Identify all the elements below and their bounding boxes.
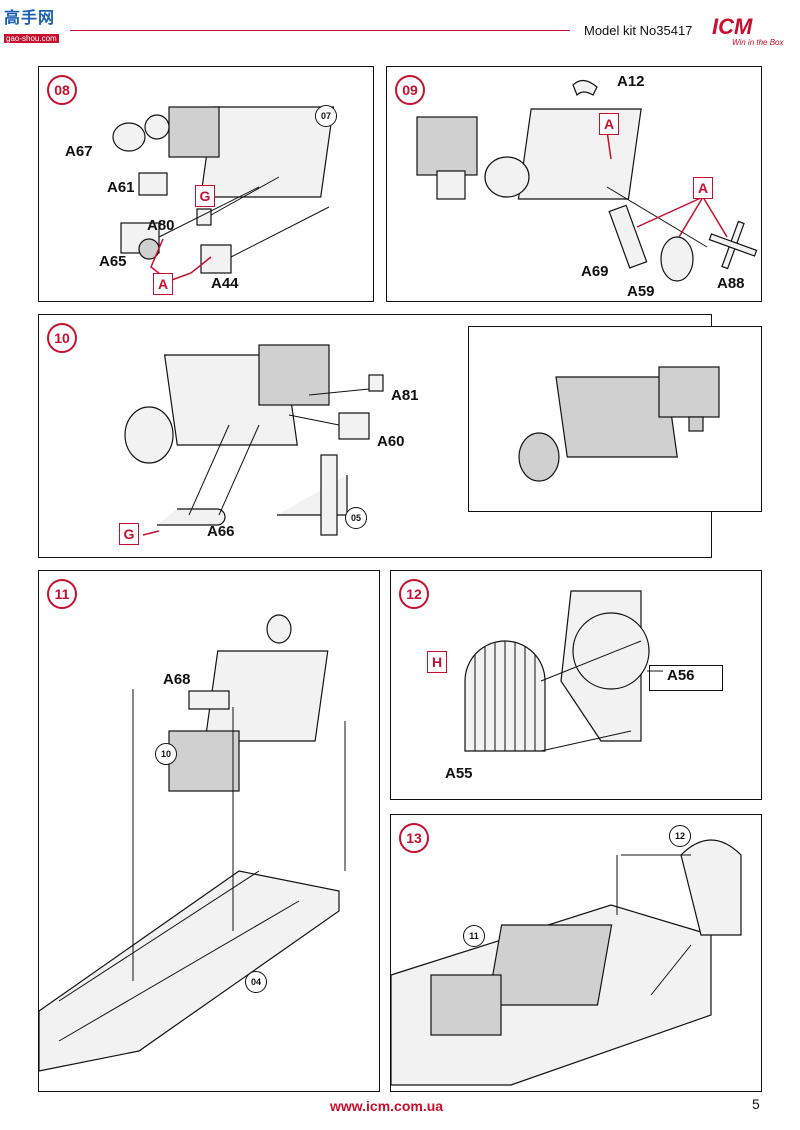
part-label: A61 [107, 179, 135, 196]
part-label: A81 [391, 387, 419, 404]
step-09-drawing [416, 79, 758, 282]
assembled-engine-preview [518, 366, 720, 482]
paint-tag: A [599, 113, 619, 135]
part-label: A68 [163, 671, 191, 688]
step-12-panel: 12 H A56 A55 [390, 570, 762, 800]
part-label: A65 [99, 253, 127, 270]
paint-tag: H [427, 651, 447, 673]
step-13-panel: 13 12 11 [390, 814, 762, 1092]
step-reference: 05 [345, 507, 367, 529]
step-reference: 10 [155, 743, 177, 765]
step-number: 11 [47, 579, 77, 609]
step-08-panel: 08 07 A67 A61 G A80 A65 A A44 [38, 66, 374, 302]
step-09-panel: 09 A12 A A A69 A59 A88 [386, 66, 762, 302]
part-label: A80 [147, 217, 175, 234]
step-number: 10 [47, 323, 77, 353]
site-logo: 高手网 gao-shou.com [4, 4, 74, 43]
part-label: A44 [211, 275, 239, 292]
step-11-panel: 11 A68 10 04 [38, 570, 380, 1092]
site-logo-text: 高手网 [4, 10, 56, 27]
brand-logo: ICM Win in the Box [712, 16, 792, 52]
kit-title: Model kit No35417 [584, 23, 693, 38]
step-reference: 04 [245, 971, 267, 993]
part-label: A88 [717, 275, 745, 292]
part-label: A59 [627, 283, 655, 300]
part-label: A66 [207, 523, 235, 540]
fan-part [708, 220, 758, 270]
part-label: A12 [617, 73, 645, 90]
part-label: A60 [377, 433, 405, 450]
step-number: 08 [47, 75, 77, 105]
radiator-fins [474, 641, 536, 751]
watermark-text: gao-shou.com [4, 34, 59, 43]
step-08-drawing [112, 106, 335, 282]
step-reference: 11 [463, 925, 485, 947]
part-callout-box [649, 665, 723, 691]
step-number: 13 [399, 823, 429, 853]
part-label: A55 [445, 765, 473, 782]
step-number: 09 [395, 75, 425, 105]
step-12-drawing [464, 590, 663, 752]
step-10-preview-panel [468, 326, 762, 512]
brand-slogan: Win in the Box [732, 38, 784, 47]
brand-logo-text: ICM [712, 14, 753, 39]
paint-tag: A [693, 177, 713, 199]
step-reference: 12 [669, 825, 691, 847]
footer-website[interactable]: www.icm.com.ua [330, 1098, 444, 1114]
step-11-drawing [38, 614, 346, 1072]
paint-tag: G [195, 185, 215, 207]
page-number: 5 [752, 1096, 760, 1112]
header-rule [70, 30, 570, 31]
part-label: A69 [581, 263, 609, 280]
paint-tag: A [153, 273, 173, 295]
paint-tag: G [119, 523, 139, 545]
step-number: 12 [399, 579, 429, 609]
part-label: A67 [65, 143, 93, 160]
part-label: A56 [667, 667, 695, 684]
step-reference: 07 [315, 105, 337, 127]
step-10-drawing [124, 344, 384, 536]
step-13-drawing [390, 839, 742, 1086]
